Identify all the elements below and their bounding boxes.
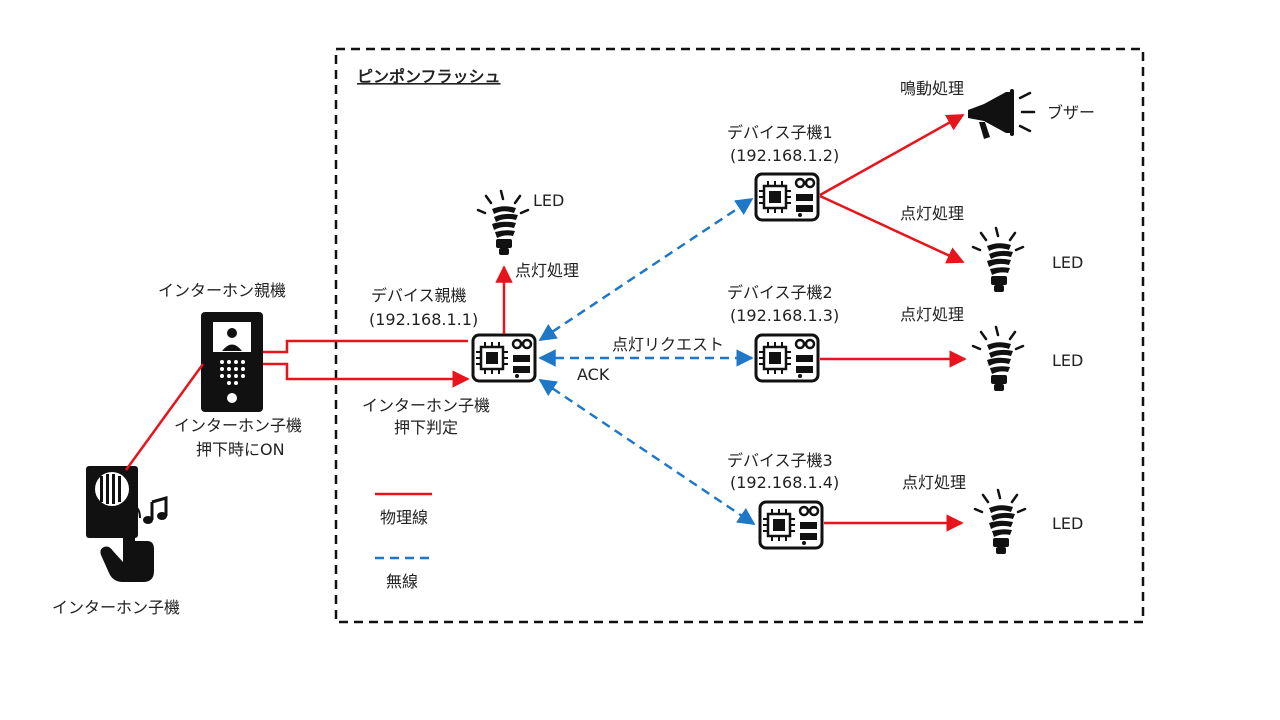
wire-master-to-device-2 xyxy=(263,362,470,388)
buzzer-action: 鳴動処理 xyxy=(900,79,964,98)
wireless-link-slave1 xyxy=(538,197,754,342)
led3-label: LED xyxy=(1052,514,1083,533)
wire-master-to-device-1 xyxy=(263,339,468,354)
slave2-name: デバイス子機2 xyxy=(727,283,833,302)
music-note-icon xyxy=(143,496,168,524)
slave1-ip: (192.168.1.2) xyxy=(730,146,839,165)
slave3-ip: (192.168.1.4) xyxy=(730,473,839,492)
slave3-board-icon xyxy=(758,500,824,550)
intercom-master-icon xyxy=(201,312,263,412)
finger-press-icon xyxy=(100,503,154,582)
wire-slave1-to-led1 xyxy=(819,194,965,264)
intercom-master-note-line1: インターホン子機 xyxy=(174,416,302,435)
slave1-name: デバイス子機1 xyxy=(727,123,833,142)
intercom-master-note-line2: 押下時にON xyxy=(196,440,285,459)
buzzer-label: ブザー xyxy=(1047,103,1095,122)
device-master-ip: (192.168.1.1) xyxy=(369,310,478,329)
led1-action: 点灯処理 xyxy=(900,204,964,223)
slave1-board-icon xyxy=(754,172,820,222)
led2-action: 点灯処理 xyxy=(900,305,964,324)
device-master-note-line1: インターホン子機 xyxy=(362,396,490,415)
master-led-bulb-icon xyxy=(476,189,530,257)
wire-slave1-to-buzzer xyxy=(819,113,965,197)
megaphone-icon xyxy=(968,89,1036,139)
master-led-label: LED xyxy=(533,191,564,210)
led3-action: 点灯処理 xyxy=(902,473,966,492)
request-label: 点灯リクエスト xyxy=(612,335,724,354)
system-title: ピンポンフラッシュ xyxy=(357,67,501,86)
ack-label: ACK xyxy=(577,365,610,384)
led1-bulb-icon xyxy=(971,226,1025,294)
led2-label: LED xyxy=(1052,351,1083,370)
intercom-slave-label: インターホン子機 xyxy=(52,598,180,617)
wire-slave-to-master xyxy=(124,363,205,471)
master-led-action: 点灯処理 xyxy=(515,261,579,280)
legend-wireless-label: 無線 xyxy=(386,572,418,591)
device-master-name: デバイス親機 xyxy=(371,286,467,305)
device-master-note-line2: 押下判定 xyxy=(394,418,458,437)
device-master-board-icon xyxy=(471,333,537,383)
legend-physical-label: 物理線 xyxy=(380,508,428,527)
intercom-master-label: インターホン親機 xyxy=(158,281,286,300)
slave3-name: デバイス子機3 xyxy=(727,451,833,470)
led2-bulb-icon xyxy=(971,325,1025,393)
led1-label: LED xyxy=(1052,253,1083,272)
led3-bulb-icon xyxy=(973,488,1027,556)
wireless-link-slave3 xyxy=(538,378,756,526)
slave2-ip: (192.168.1.3) xyxy=(730,306,839,325)
slave2-board-icon xyxy=(754,333,820,383)
